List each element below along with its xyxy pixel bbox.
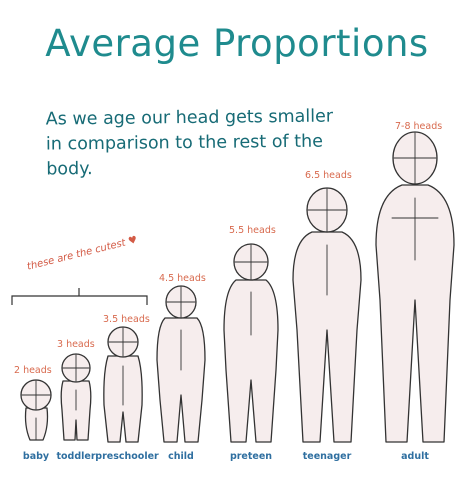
stage-label-preteen: preteen bbox=[229, 451, 273, 462]
heads-label-adult: 7-8 heads bbox=[395, 121, 443, 132]
heads-label-child: 4.5 heads bbox=[159, 273, 206, 284]
figure-teenager bbox=[292, 187, 362, 443]
stage-label-baby: baby bbox=[22, 451, 50, 462]
figure-toddler bbox=[60, 353, 92, 441]
cute-bracket bbox=[11, 288, 148, 305]
figure-child bbox=[156, 285, 206, 443]
figure-baby bbox=[20, 379, 52, 441]
stage-label-adult: adult bbox=[401, 451, 429, 462]
heads-label-preschooler: 3.5 heads bbox=[103, 314, 150, 325]
figure-preteen bbox=[223, 243, 279, 443]
page-title: Average Proportions bbox=[45, 22, 429, 65]
heads-label-toddler: 3 heads bbox=[57, 339, 95, 350]
stage-label-toddler: toddler bbox=[56, 451, 96, 462]
heads-label-teenager: 6.5 heads bbox=[305, 170, 352, 181]
stage-label-teenager: teenager bbox=[302, 451, 352, 462]
stage-label-preschooler: preschooler bbox=[95, 451, 159, 462]
figure-adult bbox=[375, 131, 455, 443]
heads-label-preteen: 5.5 heads bbox=[229, 225, 276, 236]
heads-label-baby: 2 heads bbox=[14, 365, 52, 376]
stage-label-child: child bbox=[168, 451, 194, 462]
figure-preschooler bbox=[103, 326, 143, 443]
